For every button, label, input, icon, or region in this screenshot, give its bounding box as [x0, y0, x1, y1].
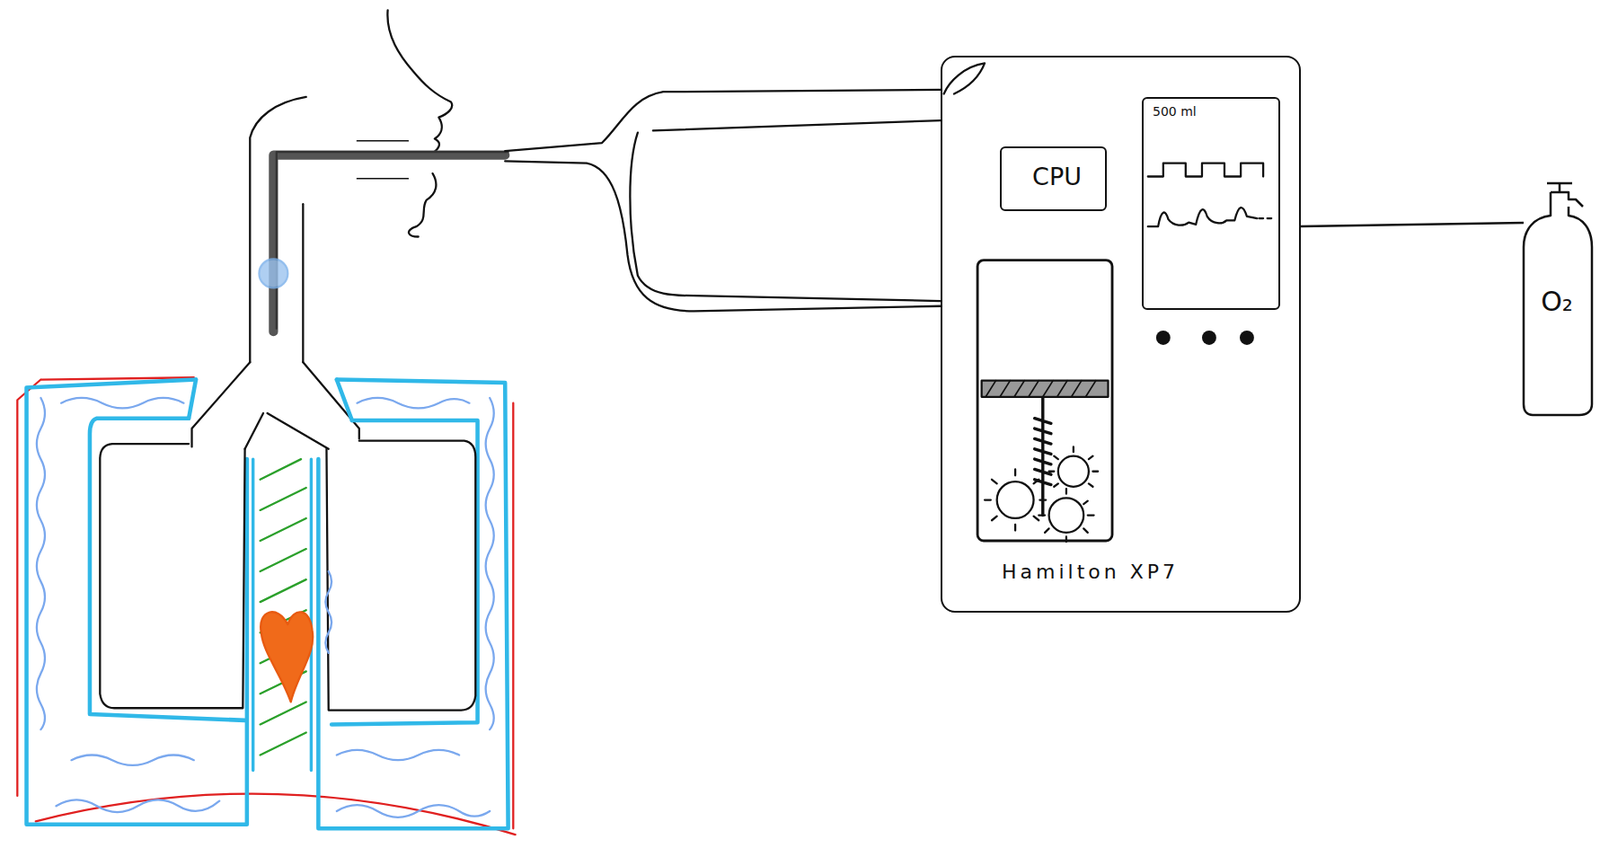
- control-button: [1156, 330, 1171, 345]
- pleura-left-inner: [89, 418, 246, 721]
- lung-right: [326, 441, 476, 711]
- pleura-right-outer: [318, 380, 508, 830]
- piston-rod: [1034, 397, 1052, 516]
- control-button: [1239, 330, 1255, 345]
- pressure-waveform: [1148, 163, 1264, 177]
- gears: [984, 446, 1098, 542]
- node-label: O₂: [1540, 285, 1574, 318]
- display-screen: 500 ml: [1141, 97, 1281, 310]
- ventilator-housing: Hamilton XP7 CPU 500 ml: [940, 55, 1301, 613]
- mediastinum-hatch: [260, 459, 307, 755]
- endotracheal-tube: [273, 155, 505, 332]
- pleural-space: [36, 397, 220, 813]
- node-label: 500 ml: [1152, 104, 1197, 119]
- face-profile: [387, 9, 452, 237]
- node-label: Hamilton XP7: [1001, 560, 1179, 584]
- piston-plate: [981, 380, 1109, 398]
- lung-left: [99, 443, 245, 708]
- tube-cuff: [258, 258, 288, 288]
- flow-waveform: [1148, 207, 1272, 227]
- oxygen-supply-line: [1300, 222, 1524, 227]
- cpu-box: CPU: [999, 146, 1107, 212]
- pleura-right-inner: [331, 420, 478, 725]
- trachea: [301, 203, 304, 363]
- oxygen-cylinder: O₂: [1520, 179, 1598, 418]
- node-label: CPU: [1005, 162, 1109, 191]
- heart: [260, 611, 313, 702]
- breathing-circuit: [504, 89, 941, 311]
- piston-chamber: [977, 260, 1113, 541]
- bronchi: [192, 362, 360, 450]
- control-button: [1202, 330, 1217, 345]
- chest-wall: [17, 377, 515, 835]
- pleura-left-outer: [26, 380, 248, 825]
